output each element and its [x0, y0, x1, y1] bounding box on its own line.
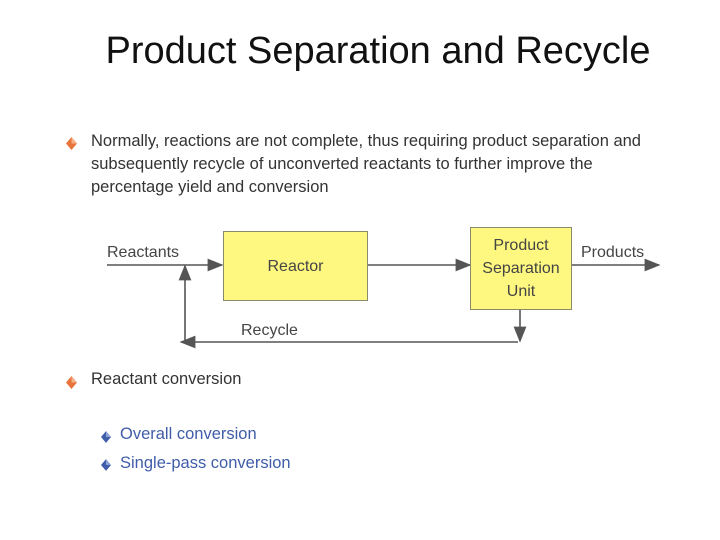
reactor-box: Reactor	[223, 231, 368, 301]
reactants-label: Reactants	[107, 244, 180, 261]
separation-unit-line: Product	[493, 237, 549, 254]
sub-bullet-overall-conversion: Overall conversion	[120, 425, 257, 443]
separation-unit-line: Unit	[506, 283, 536, 300]
bullet-line: Normally, reactions are not complete, th…	[91, 132, 641, 150]
reactor-label: Reactor	[267, 257, 324, 275]
sub-bullet-single-pass-conversion: Single-pass conversion	[120, 454, 291, 472]
diamond-bullet-icon	[66, 137, 77, 150]
bullet-line: subsequently recycle of unconverted reac…	[91, 155, 593, 173]
slide-title: Product Separation and Recycle	[105, 30, 651, 72]
bullet-text-main-2: Reactant conversion	[91, 370, 242, 388]
separation-unit-label: Product Separation Unit	[482, 234, 559, 303]
recycle-label: Recycle	[241, 322, 298, 339]
separation-unit-box: Product Separation Unit	[470, 227, 572, 310]
bullet-text-main-1: Normally, reactions are not complete, th…	[91, 130, 671, 199]
diamond-bullet-icon	[101, 431, 111, 443]
diamond-bullet-icon	[66, 376, 77, 389]
products-label: Products	[581, 244, 645, 261]
diamond-bullet-icon	[101, 459, 111, 471]
separation-unit-line: Separation	[482, 260, 560, 277]
bullet-line: percentage yield and conversion	[91, 178, 329, 196]
